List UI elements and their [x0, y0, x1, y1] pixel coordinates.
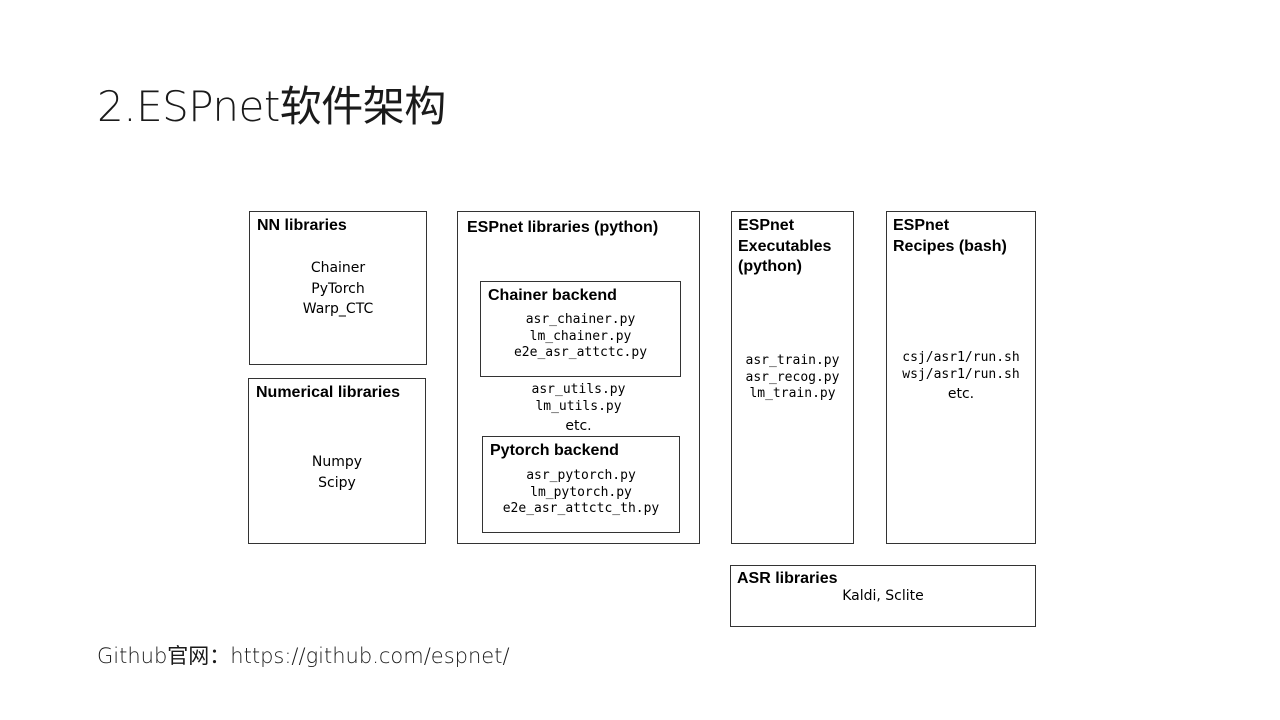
list-item: Numpy [311, 454, 363, 470]
chainer-backend-title: Chainer backend [488, 287, 617, 304]
list-item: Chainer [310, 260, 366, 276]
list-item: wsj/asr1/run.sh [902, 366, 1020, 382]
espnet-recipes-etc: etc. [947, 386, 975, 402]
list-item: asr_chainer.py [525, 312, 636, 327]
asr-libraries-title: ASR libraries [737, 570, 838, 587]
chainer-backend-list: asr_chainer.py lm_chainer.py e2e_asr_att… [481, 312, 680, 362]
nn-libraries-box: NN libraries Chainer PyTorch Warp_CTC [249, 211, 427, 365]
list-item: csj/asr1/run.sh [902, 350, 1020, 365]
list-item: Scipy [318, 474, 356, 491]
shared-utils-list: asr_utils.py lm_utils.py [458, 382, 699, 415]
espnet-executables-box: ESPnet Executables (python) asr_train.py… [731, 211, 854, 544]
espnet-libraries-title: ESPnet libraries (python) [467, 219, 659, 236]
list-item: PyTorch [311, 280, 365, 297]
github-label: Github官网： [97, 644, 231, 668]
asr-libraries-list: Kaldi, Sclite [731, 586, 1035, 607]
list-item: asr_pytorch.py [526, 468, 636, 483]
list-item: Warp_CTC [302, 301, 374, 317]
espnet-recipes-box: ESPnet Recipes (bash) csj/asr1/run.sh ws… [886, 211, 1036, 544]
chainer-backend-box: Chainer backend asr_chainer.py lm_chaine… [480, 281, 681, 377]
list-item: lm_pytorch.py [530, 484, 632, 500]
shared-utils-etc: etc. [565, 418, 592, 434]
list-item: Kaldi, Sclite [842, 588, 924, 604]
list-item: e2e_asr_attctc_th.py [502, 501, 660, 516]
github-footer: Github官网：https://github.com/espnet/ [97, 642, 510, 670]
list-item: lm_utils.py [535, 398, 622, 414]
list-item: e2e_asr_attctc.py [513, 345, 648, 360]
slide-title: 2.ESPnet软件架构 [97, 82, 446, 131]
nn-libraries-title: NN libraries [257, 217, 347, 234]
espnet-recipes-list: csj/asr1/run.sh wsj/asr1/run.sh [887, 350, 1035, 383]
espnet-executables-list: asr_train.py asr_recog.py lm_train.py [732, 353, 853, 403]
nn-libraries-list: Chainer PyTorch Warp_CTC [250, 258, 426, 320]
github-link[interactable]: https://github.com/espnet/ [230, 644, 510, 668]
numerical-libraries-list: Numpy Scipy [249, 452, 425, 493]
asr-libraries-box: ASR libraries Kaldi, Sclite [730, 565, 1036, 627]
list-item: asr_train.py [745, 353, 840, 368]
espnet-libraries-box: ESPnet libraries (python) Chainer backen… [457, 211, 700, 544]
list-item: asr_recog.py [745, 369, 840, 385]
list-item: lm_chainer.py [529, 328, 632, 344]
pytorch-backend-box: Pytorch backend asr_pytorch.py lm_pytorc… [482, 436, 680, 533]
pytorch-backend-title: Pytorch backend [490, 442, 619, 459]
espnet-recipes-title: ESPnet Recipes (bash) [893, 217, 1007, 255]
pytorch-backend-list: asr_pytorch.py lm_pytorch.py e2e_asr_att… [483, 468, 679, 518]
espnet-executables-title: ESPnet Executables (python) [738, 217, 832, 275]
numerical-libraries-title: Numerical libraries [256, 384, 401, 401]
list-item: asr_utils.py [531, 382, 626, 397]
numerical-libraries-box: Numerical libraries Numpy Scipy [248, 378, 426, 544]
list-item: lm_train.py [749, 386, 836, 401]
